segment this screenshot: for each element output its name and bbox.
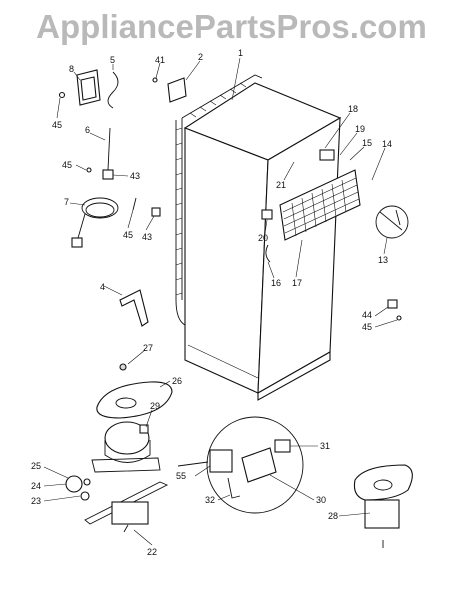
- part-labels: 1 2 4 5 6 7 8 13 14 15 16 17 18 19 20 21…: [31, 48, 392, 557]
- label-25: 25: [31, 461, 41, 471]
- label-45d: 45: [362, 322, 372, 332]
- label-19: 19: [355, 124, 365, 134]
- label-1: 1: [238, 48, 243, 58]
- label-44: 44: [362, 310, 372, 320]
- label-30: 30: [316, 495, 326, 505]
- leader-lines: [43, 57, 398, 546]
- small-parts-right: [387, 299, 402, 321]
- label-15: 15: [362, 138, 372, 148]
- label-41: 41: [155, 55, 165, 65]
- label-14: 14: [382, 139, 392, 149]
- label-27: 27: [143, 343, 153, 353]
- label-45a: 45: [52, 120, 62, 130]
- label-55: 55: [176, 471, 186, 481]
- label-18: 18: [348, 104, 358, 114]
- label-45b: 45: [62, 160, 72, 170]
- label-13: 13: [378, 255, 388, 265]
- label-22: 22: [147, 547, 157, 557]
- bracket-13: [375, 205, 409, 239]
- label-17: 17: [292, 278, 302, 288]
- label-43a: 43: [130, 171, 140, 181]
- relay-detail: [177, 416, 304, 514]
- small-parts-left: [58, 69, 187, 327]
- label-7: 7: [64, 197, 69, 207]
- label-28: 28: [328, 511, 338, 521]
- label-45c: 45: [123, 230, 133, 240]
- label-23: 23: [31, 496, 41, 506]
- label-20: 20: [258, 233, 268, 243]
- label-2: 2: [198, 52, 203, 62]
- label-32: 32: [205, 495, 215, 505]
- label-21: 21: [276, 180, 286, 190]
- label-24: 24: [31, 481, 41, 491]
- label-43b: 43: [142, 232, 152, 242]
- label-4: 4: [100, 282, 105, 292]
- condenser-coil: [261, 149, 361, 263]
- label-5: 5: [110, 55, 115, 65]
- label-29: 29: [150, 401, 160, 411]
- drain-pan-28: [353, 464, 413, 548]
- label-8: 8: [69, 64, 74, 74]
- label-26: 26: [172, 376, 182, 386]
- watermark: AppliancePartsPros.com: [36, 8, 427, 45]
- label-6: 6: [85, 125, 90, 135]
- compressor-assembly: [65, 363, 173, 533]
- label-16: 16: [271, 278, 281, 288]
- label-31: 31: [320, 441, 330, 451]
